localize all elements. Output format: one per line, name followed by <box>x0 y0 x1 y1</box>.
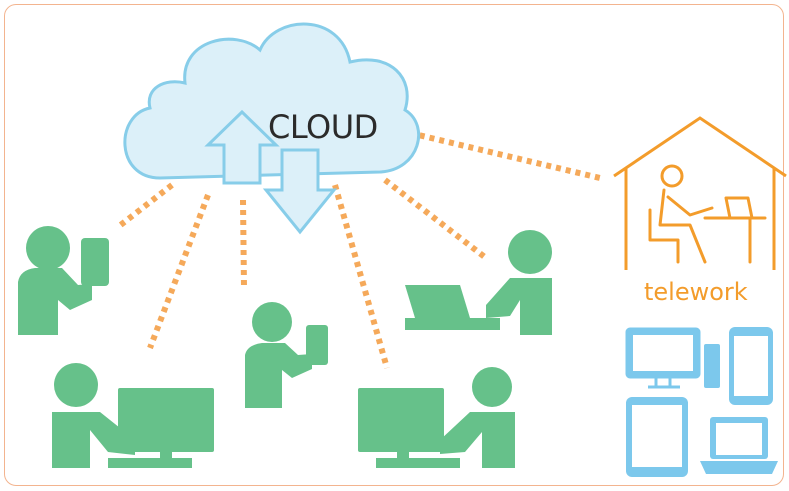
link-center-phone-user <box>240 199 247 289</box>
desktop-monitor-icon <box>625 327 720 389</box>
tablet-icon <box>626 397 688 477</box>
telework-label: telework <box>644 278 748 306</box>
person-with-phone-icon <box>18 226 109 335</box>
devices <box>625 327 778 477</box>
person-at-desktop-icon <box>358 367 515 468</box>
cloud-label: CLOUD <box>268 108 378 146</box>
laptop-icon <box>700 417 778 474</box>
download-arrow-icon <box>262 148 338 235</box>
link-right-laptop-user <box>383 177 488 261</box>
link-center-desktop-user <box>332 184 390 369</box>
link-left-desktop-user <box>147 193 211 350</box>
diagram-frame <box>4 4 784 486</box>
person-at-desktop-icon <box>52 363 214 468</box>
person-at-laptop-home-icon <box>648 164 767 264</box>
person-with-phone-icon <box>245 302 328 408</box>
link-telework-house <box>409 130 601 181</box>
house-icon <box>613 116 787 270</box>
link-left-phone-user <box>116 182 174 230</box>
person-at-laptop-icon <box>405 230 552 335</box>
cloud-icon <box>123 22 421 180</box>
upload-arrow-icon <box>204 109 280 185</box>
dotted-links <box>116 130 601 369</box>
smartphone-icon <box>729 327 773 405</box>
